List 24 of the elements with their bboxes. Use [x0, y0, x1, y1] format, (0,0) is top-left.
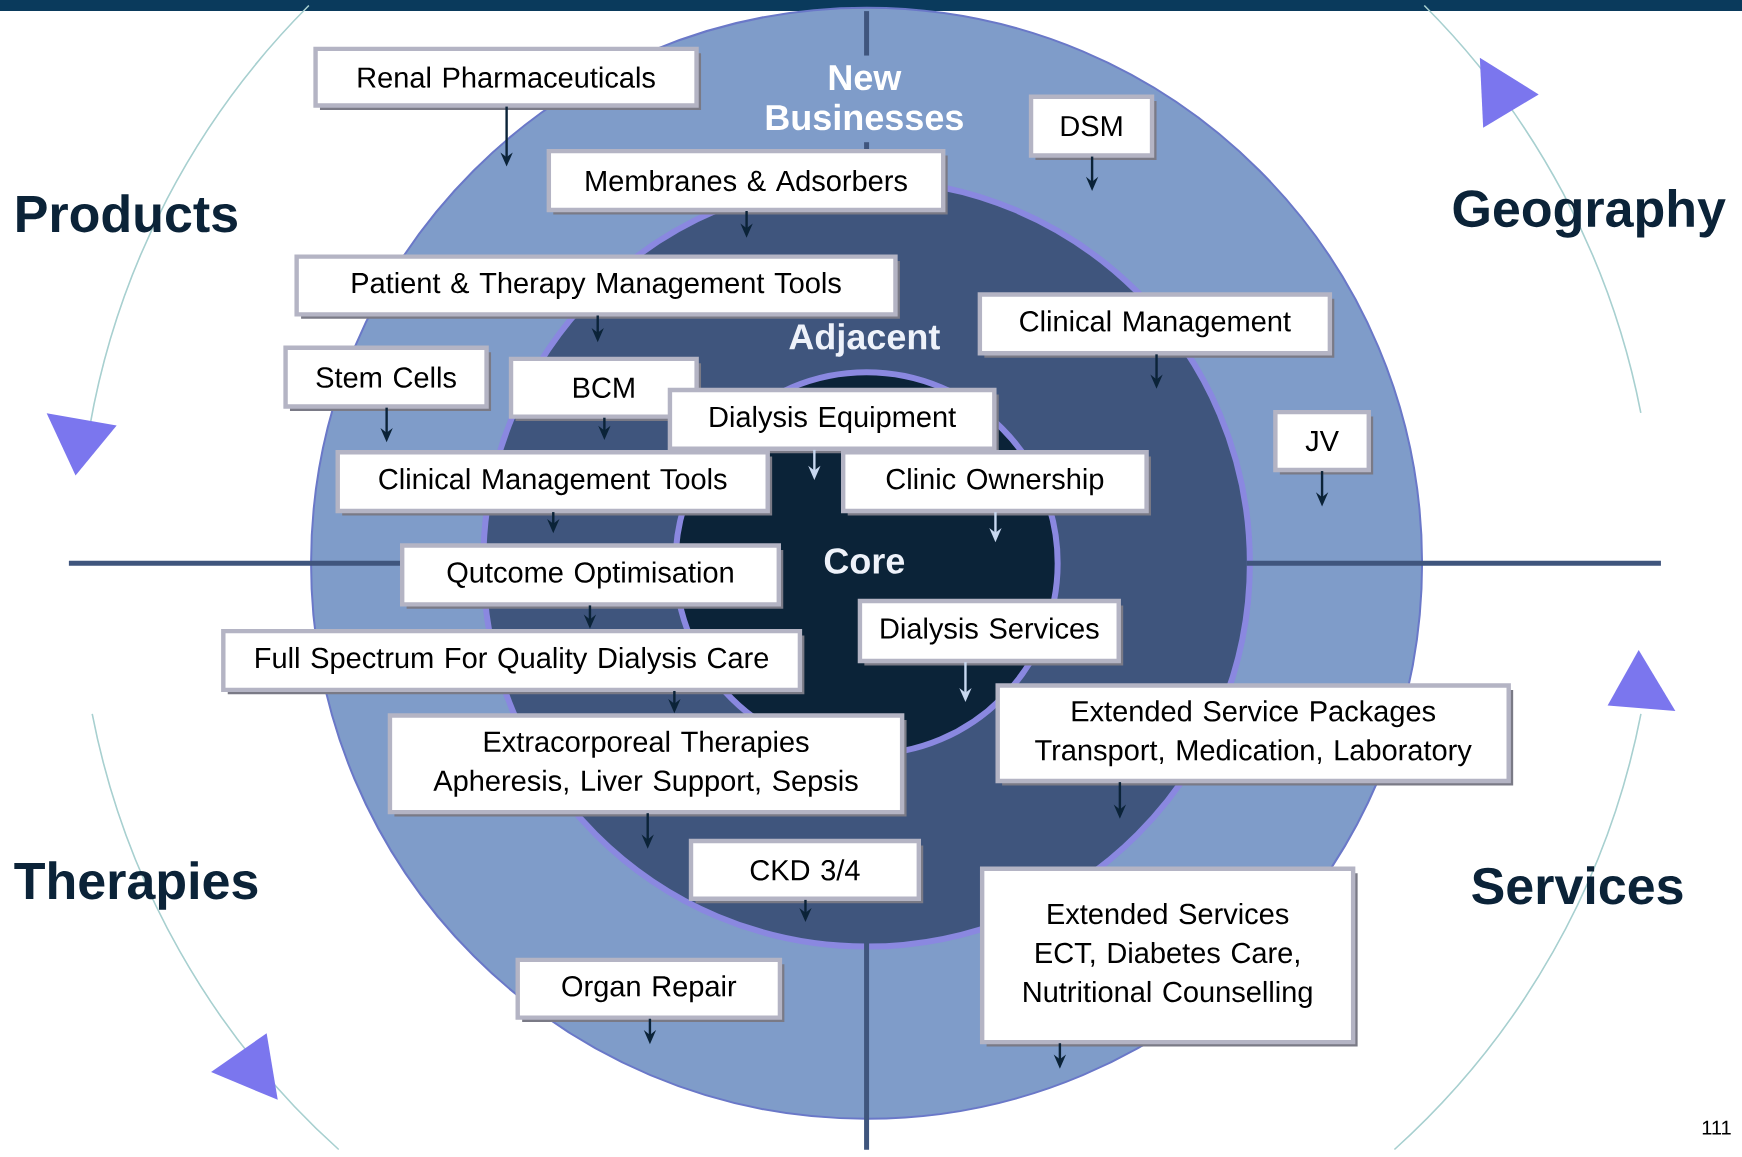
label-box: Clinical Management [977, 292, 1335, 358]
label-box: Extracorporeal Therapies Apheresis, Liver Support, Sepsis [387, 713, 907, 817]
label-box: Qutcome Optimisation [400, 543, 784, 610]
label-box: CKD 3/4 [688, 839, 924, 904]
category-label: Services [1472, 866, 1683, 905]
label-box: Extended Services ECT, Diabetes Care, Nutritional Counselling [979, 866, 1358, 1047]
label-box: Patient & Therapy Management Tools [294, 254, 900, 320]
label-box: DSM [1028, 94, 1157, 161]
label-box: Clinic Ownership [841, 450, 1151, 516]
label-box: Extended Service Packages Transport, Medication, Laboratory [995, 683, 1514, 786]
category-label: Products [17, 194, 237, 233]
label-box: Organ Repair [515, 957, 785, 1023]
category-label: Therapies [14, 861, 258, 910]
page-number: 111 [1702, 1121, 1731, 1135]
label-box: Membranes & Adsorbers [546, 149, 948, 215]
label-box: Stem Cells [283, 345, 492, 412]
label-box: Full Spectrum For Quality Dialysis Care [221, 629, 805, 695]
label-box: Renal Pharmaceuticals [313, 46, 702, 111]
label-box: Clinical Management Tools [335, 450, 773, 516]
label-box: Dialysis Equipment [667, 388, 999, 454]
label-box: BCM [508, 356, 702, 422]
label-box: Dialysis Services [857, 599, 1124, 666]
label-box: JV [1273, 410, 1374, 475]
category-label: Geography [1453, 189, 1726, 238]
